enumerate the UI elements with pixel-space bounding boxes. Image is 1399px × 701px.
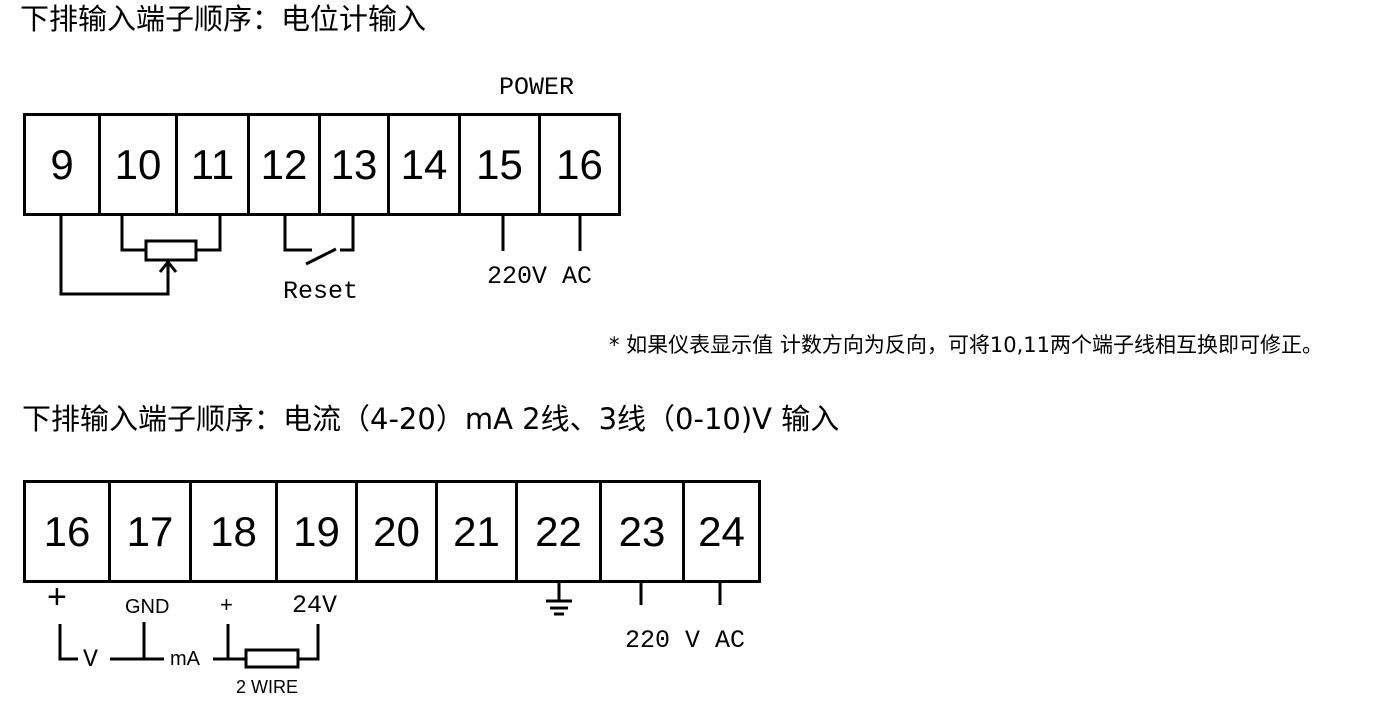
potentiometer-symbol [144,239,198,262]
reset-wire-12 [283,214,312,252]
terminal-20: 20 [358,483,438,580]
terminal-11: 11 [178,116,250,213]
v24-wire [298,624,320,661]
reset-label: Reset [283,277,359,306]
reset-switch-symbol [305,247,337,266]
terminal-21: 21 [438,483,518,580]
terminal-19: 19 [278,483,358,580]
terminal-15: 15 [461,116,541,213]
terminal-10: 10 [101,116,178,213]
two-wire-label: 2 WIRE [236,677,299,697]
terminal-16: 16 [556,140,603,188]
bottom-heading: 下排输入端子顺序：电流（4-20）mA 2线、3线（0-10)V 输入 [22,402,840,436]
top-heading: 下排输入端子顺序：电位计输入 [20,2,427,36]
top-power-voltage: 220V AC [487,262,593,291]
pot-wire-10 [120,214,146,252]
pot-wiper-arrow [158,259,178,273]
bottom-power-voltage: 220 V AC [625,626,746,655]
pot-wire-11 [196,214,222,252]
terminal-24: 24 [698,507,745,555]
terminal-13: 13 [321,116,390,213]
terminal-22: 22 [518,483,602,580]
power-label: POWER [499,73,575,102]
reset-wire-13 [340,214,355,252]
terminal-12: 12 [250,116,321,213]
gnd-label: GND [125,596,170,618]
terminal-9: 9 [26,116,101,213]
plus-small-label: + [220,592,233,617]
v24-label: 24V [292,591,338,620]
bottom-terminal-strip: 16 17 18 19 20 21 22 23 24 [23,480,761,583]
terminal-18: 18 [192,483,278,580]
two-wire-resistor [244,648,300,669]
ma-plus-wire [213,624,230,661]
terminal-14: 14 [390,116,461,213]
v-label: V [83,645,99,674]
ma-label: mA [170,648,200,670]
top-terminal-strip: 9 10 11 12 13 14 15 16 [23,113,621,216]
v-input-wire [58,624,78,661]
terminal-16b: 16 [26,483,111,580]
reverse-note: * 如果仪表显示值 计数方向为反向，可将10,11两个端子线相互换即可修正。 [609,333,1323,357]
plus-large-label: + [47,578,67,616]
terminal-23: 23 [602,483,685,580]
terminal-17: 17 [111,483,192,580]
pot-wiper-wire-9 [59,214,170,296]
